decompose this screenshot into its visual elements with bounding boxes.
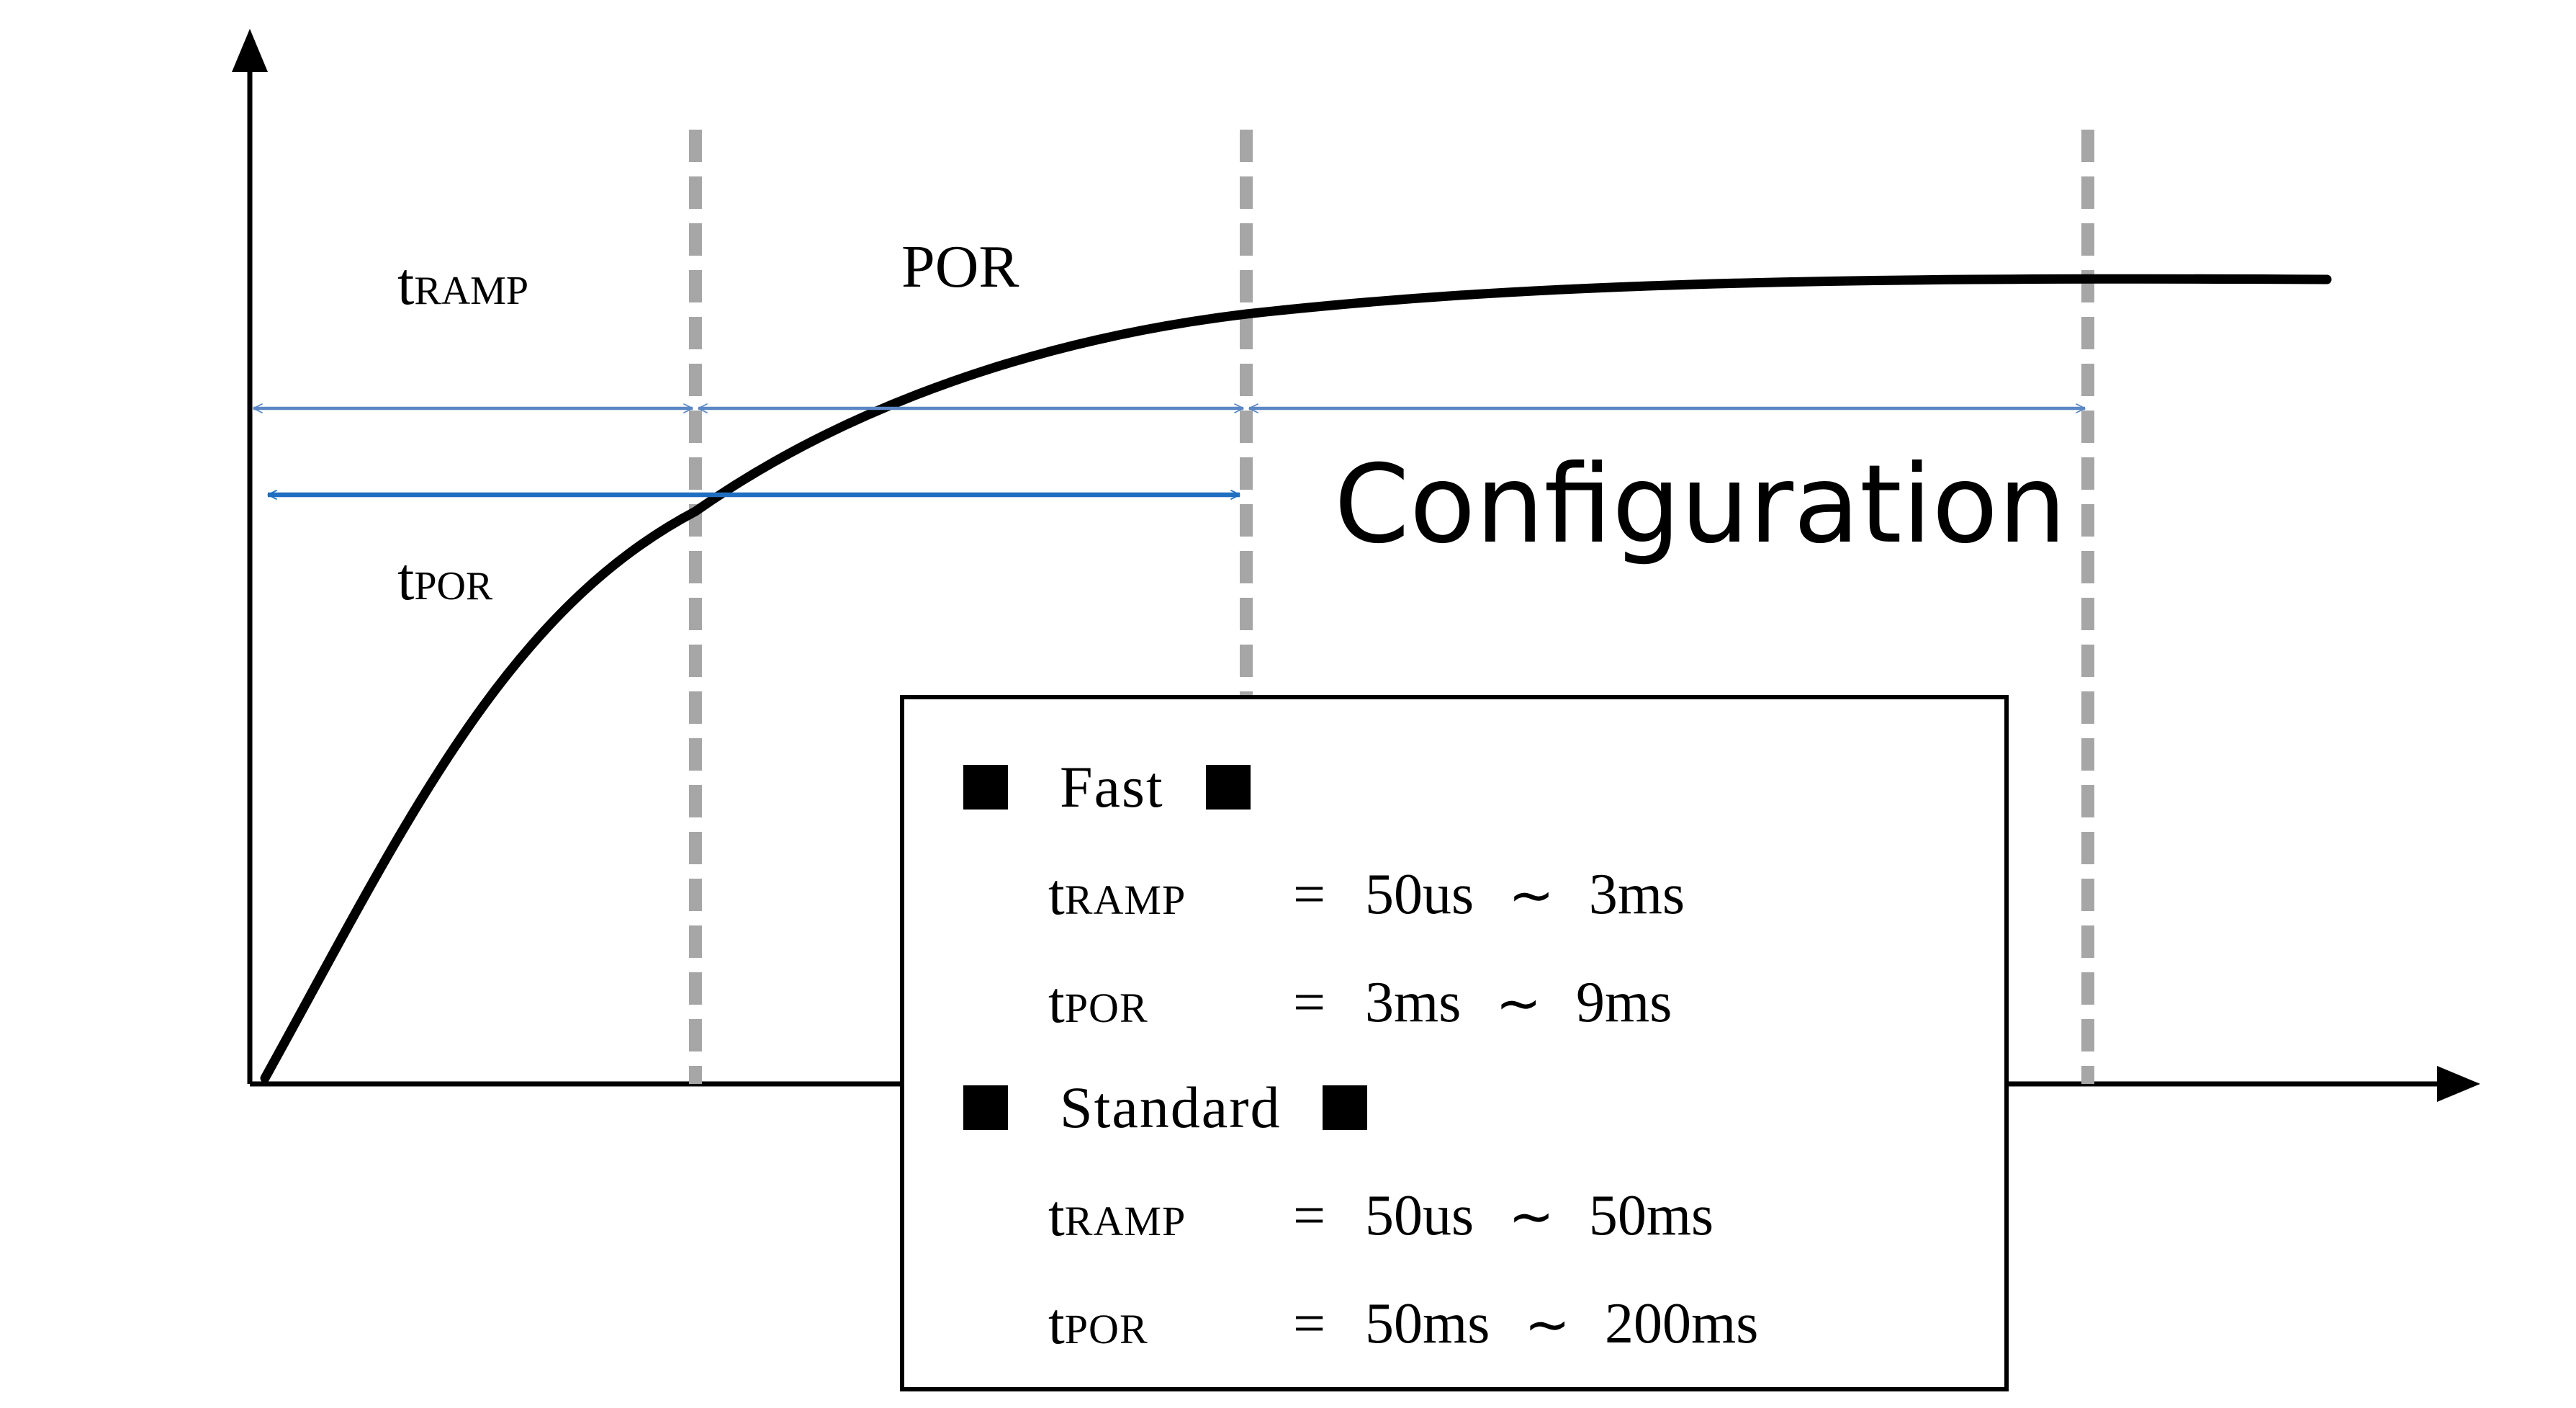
t-ramp-label: tRAMP [397,251,528,318]
voltage-ramp-curve [260,274,2332,1083]
black-square-icon [963,765,1008,810]
min-value: 3ms [1365,970,1462,1034]
mode-name: Standard [1060,1075,1282,1140]
timing-spec-box: Fast tRAMP = 50us ∼ 3ms tPOR = 3ms ∼ 9ms… [900,695,2009,1391]
equals-sign: = [1293,862,1326,926]
param-name: tRAMP [1048,1183,1186,1248]
equals-sign: = [1293,1291,1326,1355]
phase-dividers [689,130,2094,1084]
range-tilde: ∼ [1524,1291,1571,1356]
black-square-icon [963,1085,1008,1130]
range-tilde: ∼ [1508,1183,1554,1248]
y-axis-arrow-icon [232,29,268,72]
mode-heading-standard: Standard [963,1068,1368,1147]
t-por-label: tPOR [397,546,493,613]
x-axis-arrow-icon [2437,1066,2480,1102]
mode-heading-fast: Fast [963,748,1251,827]
max-value: 9ms [1576,970,1672,1034]
mode-name: Fast [1060,754,1164,820]
param-name: tPOR [1048,969,1148,1035]
max-value: 3ms [1588,862,1685,926]
spec-row-fast-t-ramp: tRAMP = 50us ∼ 3ms [1048,855,1685,934]
spec-row-standard-t-por: tPOR = 50ms ∼ 200ms [1048,1284,1758,1363]
equals-sign: = [1293,970,1326,1034]
range-tilde: ∼ [1508,862,1554,927]
max-value: 200ms [1605,1291,1759,1355]
min-value: 50ms [1365,1291,1490,1355]
equals-sign: = [1293,1183,1326,1247]
configuration-label: Configuration [1334,442,2066,568]
param-name: tRAMP [1048,861,1186,927]
spec-row-standard-t-ramp: tRAMP = 50us ∼ 50ms [1048,1176,1713,1255]
min-value: 50us [1365,1183,1474,1247]
max-value: 50ms [1588,1183,1714,1247]
param-name: tPOR [1048,1291,1148,1356]
min-value: 50us [1365,862,1474,926]
black-square-icon [1205,765,1251,810]
phase-span-arrows [253,408,2085,495]
black-square-icon [1323,1085,1368,1130]
spec-row-fast-t-por: tPOR = 3ms ∼ 9ms [1048,963,1672,1042]
range-tilde: ∼ [1495,970,1542,1035]
por-label: POR [901,233,1019,300]
